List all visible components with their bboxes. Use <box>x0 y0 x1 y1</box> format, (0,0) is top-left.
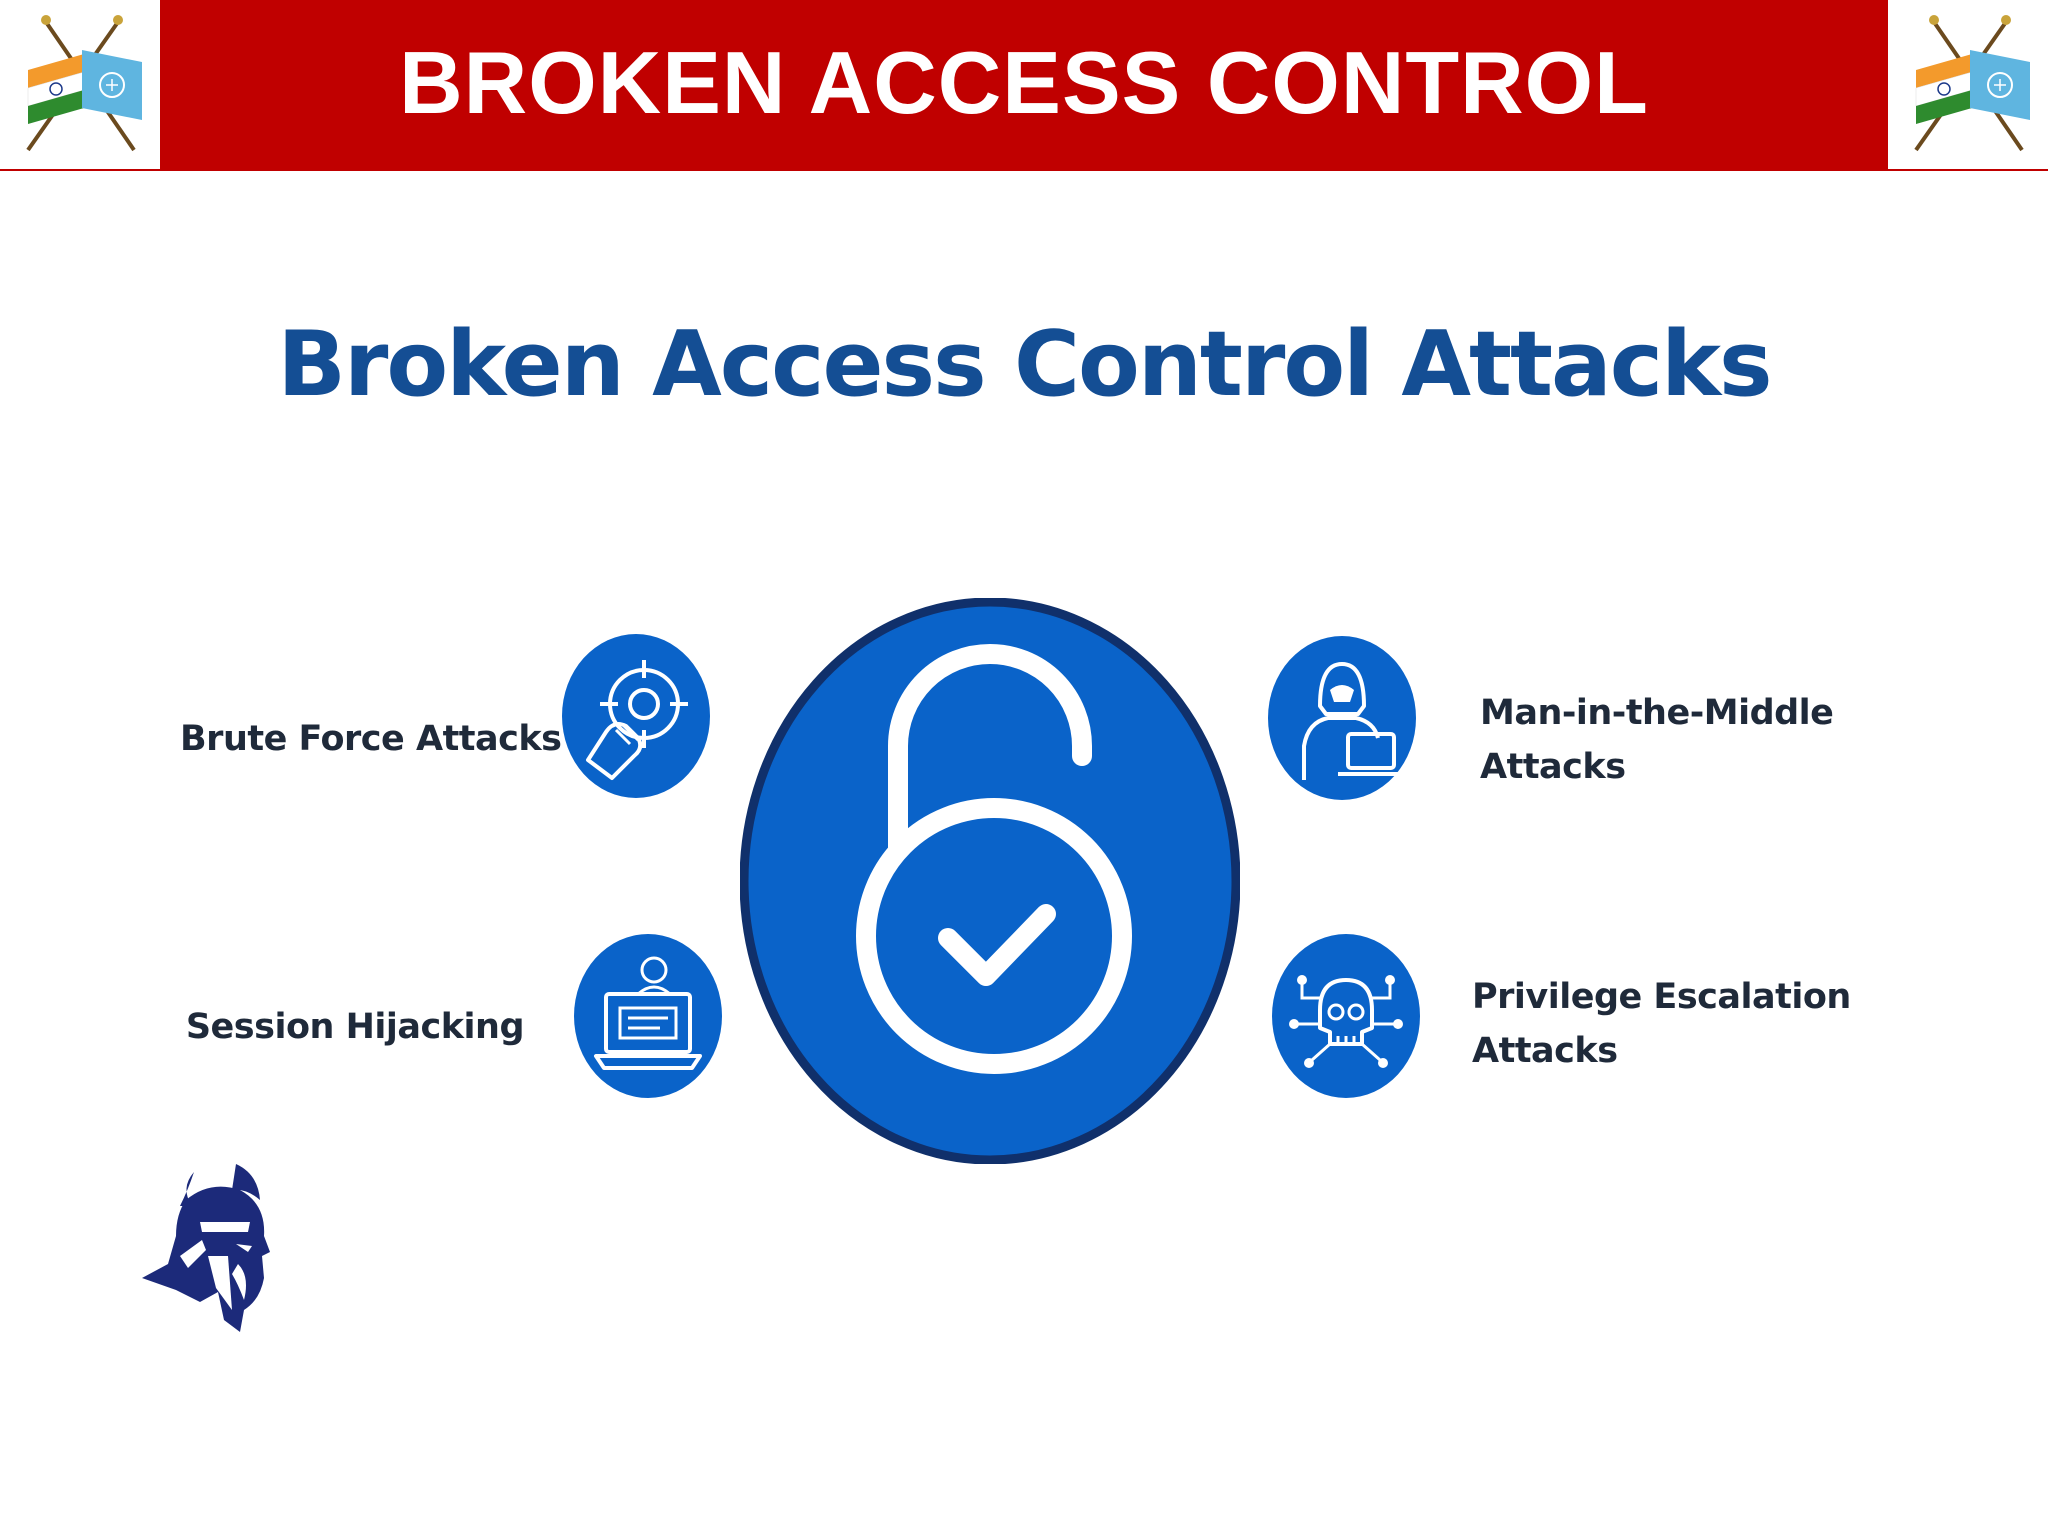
attack-label-session-hijacking: Session Hijacking <box>180 1000 525 1054</box>
unlocked-padlock-check-icon <box>740 598 1240 1164</box>
skull-circuit-icon <box>1272 934 1420 1098</box>
india-and-un-crossed-flags-icon <box>1914 15 2030 152</box>
hooded-hacker-icon <box>1268 636 1416 800</box>
attack-label-line: Brute Force Attacks <box>180 719 562 759</box>
header-bar: BROKEN ACCESS CONTROL <box>160 0 1888 170</box>
attack-label-line: Attacks <box>1480 747 1626 787</box>
india-and-un-crossed-flags-icon <box>26 15 142 152</box>
warrior-head-logo-icon <box>142 1164 270 1332</box>
hacker-laptop-icon <box>574 934 722 1098</box>
attack-label-line: Privilege Escalation <box>1472 977 1851 1017</box>
attack-label-line: Session Hijacking <box>185 1007 525 1047</box>
attack-label-line: Attacks <box>1472 1031 1618 1071</box>
slide-title: BROKEN ACCESS CONTROL <box>399 33 1649 132</box>
attack-label-privilege-escalation: Privilege Escalation Attacks <box>1472 970 1892 1078</box>
attack-label-man-in-the-middle: Man-in-the-Middle Attacks <box>1480 686 1900 794</box>
attack-label-brute-force: Brute Force Attacks <box>180 712 562 766</box>
attack-label-line: Man-in-the-Middle <box>1480 693 1834 733</box>
diagram-title: Broken Access Control Attacks <box>277 312 1772 417</box>
target-fist-icon <box>562 634 710 798</box>
header-divider <box>0 169 2048 171</box>
